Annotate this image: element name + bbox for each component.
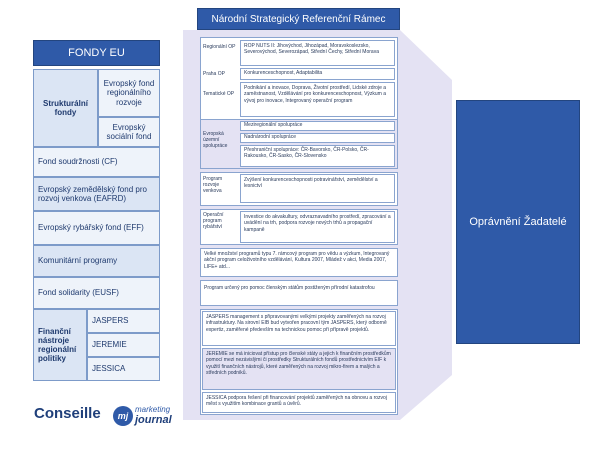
praha-op-label: Praha OP <box>203 71 225 77</box>
marketing-journal-logo: mj marketing journal <box>113 403 193 429</box>
crossborder-coop-text: Přeshraniční spolupráce: ČR-Bavorsko, ČR… <box>240 145 395 167</box>
jeremie-cell: JEREMIE <box>87 333 160 357</box>
rural-dev-label: Program rozvoje venkova <box>203 176 223 194</box>
jaspers-text: JASPERS management s připravovanými velk… <box>202 311 396 346</box>
community-programs-cell: Komunitární programy <box>33 245 160 277</box>
cohesion-fund-cell: Fond soudržnosti (CF) <box>33 147 160 177</box>
fisheries-label: Operační program rybářství <box>203 212 224 230</box>
mj-glyph-icon: mj <box>113 406 133 426</box>
eafrd-cell: Evropský zemědělský fond pro rozvoj venk… <box>33 177 160 211</box>
eff-cell: Evropský rybářský fond (EFF) <box>33 211 160 245</box>
fisheries-text: Investice do akvakultury, odvraznavadníh… <box>240 211 395 243</box>
erdf-cell: Evropský fond regionálního rozvoje <box>98 69 160 117</box>
regional-op-text: ROP NUTS II: Jihovýchod, Jihozápad, Mora… <box>240 40 395 66</box>
esf-cell: Evropský sociální fond <box>98 117 160 147</box>
jessica-cell: JESSICA <box>87 357 160 381</box>
thematic-op-text: Podnikání a inovace, Doprava, Životní pr… <box>240 82 395 117</box>
transnational-coop-text: Nadnárodní spolupráce <box>240 133 395 143</box>
territorial-coop-label: Evropská územní spolupráce <box>203 131 228 149</box>
eligible-applicants-box: Oprávnění Žadatelé <box>456 100 580 344</box>
interregional-coop-text: Meziregionální spolupráce <box>240 121 395 131</box>
rural-dev-text: Zvýšení konkurenceschopnosti potravinářs… <box>240 174 395 203</box>
mj-line1: marketing <box>135 405 171 414</box>
thematic-op-label: Tematické OP <box>203 91 235 97</box>
community-programs-text: Velké množství programů typu 7. rámcový … <box>200 248 398 277</box>
jeremie-text: JEREMIE se má iniciovat přístup pro člen… <box>202 348 396 390</box>
nsrr-header: Národní Strategický Referenční Rámec <box>197 8 400 30</box>
mj-line2: journal <box>135 414 172 426</box>
jessica-text: JESSICA podpora řešení při financování p… <box>202 392 396 413</box>
fondy-eu-header: FONDY EU <box>33 40 160 66</box>
conseille-logo: Conseille <box>34 405 101 422</box>
praha-op-text: Konkurenceschopnost, Adaptabilita <box>240 68 395 80</box>
structural-funds-label: Strukturální fondy <box>33 69 98 147</box>
regional-op-label: Regionální OP <box>203 44 236 50</box>
solidarity-fund-cell: Fond solidarity (EUSF) <box>33 277 160 309</box>
solidarity-fund-text: Program určený pro pomoc členským státům… <box>200 280 398 306</box>
financial-instruments-label: Finanční nástroje regionální politiky <box>33 309 87 381</box>
jaspers-cell: JASPERS <box>87 309 160 333</box>
